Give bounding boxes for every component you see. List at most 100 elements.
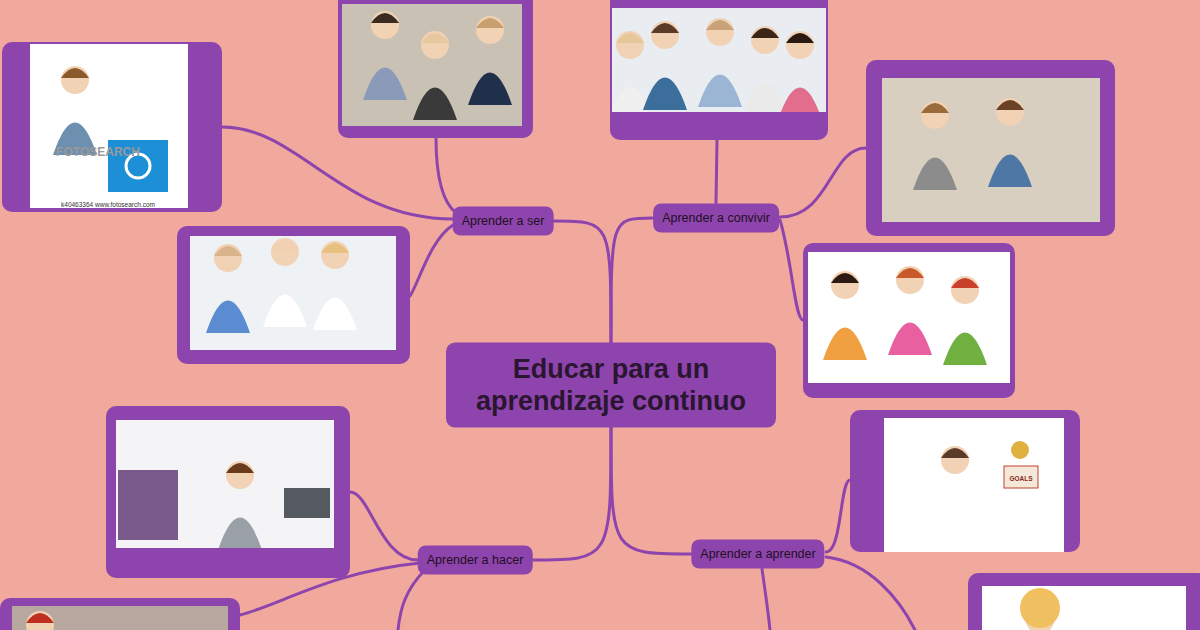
person-head [61,66,89,94]
person-body [468,73,512,106]
person-head [476,16,504,44]
picture-content [913,98,1032,190]
person-head [371,11,399,39]
person-head [226,461,254,489]
picture-panel [177,226,410,364]
picture-panel [106,406,350,578]
sign-text: GOALS [1009,475,1032,482]
person-body [943,333,987,366]
picture-panel [338,0,533,138]
picture-panel [968,573,1200,630]
leader-line [780,148,866,217]
leader-line [826,557,915,630]
person-head [896,266,924,294]
leader-line [398,570,425,630]
panel-frame [803,243,1015,398]
person-hair [706,20,734,30]
person-head [616,31,644,59]
leader-line [410,225,453,296]
person-body [743,83,787,113]
panel-frame [177,226,410,364]
panel-frame [0,598,240,630]
picture-ground [12,606,228,630]
person-body [913,158,957,191]
person-body [218,518,262,549]
person-body [413,88,457,121]
topic-text: Aprender a aprender [700,547,815,562]
picture-content [53,66,97,155]
branch-topic: Aprender a aprender [691,540,824,569]
person-head [786,31,814,59]
person-hair [371,13,399,23]
topic-text: Educar para un aprendizaje continuo [460,353,762,418]
person-hair [951,278,979,288]
panel-frame [106,406,350,578]
person-hair [476,18,504,28]
person-hair [786,33,814,43]
branch-connector [553,221,611,343]
person-body [933,503,977,536]
watermark: FOTOSEARCH [56,145,140,159]
person-head [951,276,979,304]
person-hair [751,28,779,38]
person-head [706,18,734,46]
person-body [988,155,1032,188]
picture-content [612,18,822,112]
person-head [651,21,679,49]
person-head [996,98,1024,126]
person-hair [321,243,349,253]
person-hair [421,33,449,43]
person-head [921,101,949,129]
goal-sign [1004,466,1038,488]
picture-ground [884,418,1064,552]
person-head [941,446,969,474]
picture-ground [882,78,1100,222]
person-body [698,75,742,108]
person-body [313,298,357,331]
panel-frame [850,410,1080,552]
person-head [831,271,859,299]
picture-ground [342,4,522,126]
person-body [206,301,250,334]
person-body [263,295,307,328]
person-hair [226,463,254,473]
picture-ground [982,586,1186,630]
person-hair [214,246,242,256]
medal [1011,441,1029,459]
branch-topic: Aprender a ser [453,207,554,236]
picture-ground [808,252,1010,383]
picture-ground [30,44,188,208]
branch-connector [611,427,691,554]
person-head [271,238,299,266]
leader-line [826,480,850,552]
picture-content [363,11,512,120]
picture-ground [116,420,334,548]
picture-content [18,611,62,630]
clothes-pile [118,470,178,540]
person-hair [996,100,1024,110]
person-head [421,31,449,59]
picture-content [206,238,357,333]
panel-frame [2,42,222,212]
person-hair [26,613,54,623]
picture-ground [190,236,396,350]
person-hair [921,103,949,113]
puzzle-brain [1020,588,1060,628]
person-hair [616,33,644,43]
person-body [643,78,687,111]
picture-panel [2,42,222,212]
person-hair [896,268,924,278]
panel-frame [338,0,533,138]
topic-text: Aprender a hacer [427,553,524,568]
person-head [26,611,54,630]
leader-line [780,220,803,320]
picture-panel [850,410,1080,552]
person-body [823,328,867,361]
picture-content [823,266,987,365]
branch-topic: Aprender a convivir [653,204,779,233]
person-hair [941,448,969,458]
person-body [363,68,407,101]
